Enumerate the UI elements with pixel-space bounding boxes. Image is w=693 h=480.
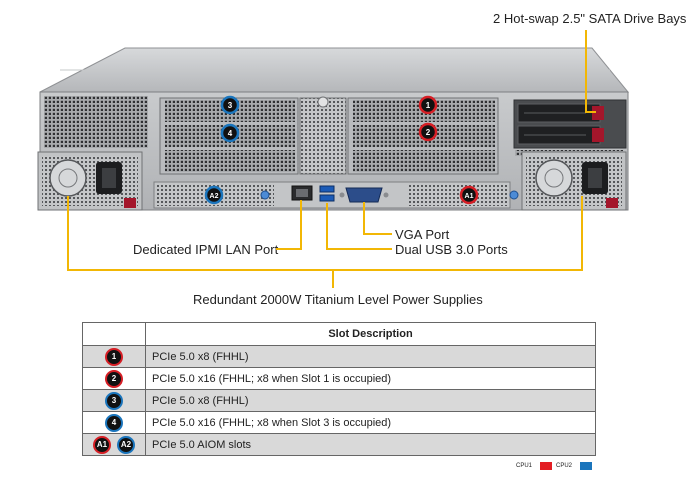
slot-description: PCIe 5.0 x8 (FHHL) <box>145 389 596 412</box>
slot-description: PCIe 5.0 x8 (FHHL) <box>145 345 596 368</box>
leader-ipmi <box>276 200 302 250</box>
leader-drive-bays <box>585 30 596 113</box>
psu-right <box>521 151 627 211</box>
ipmi-port-callout: Dedicated IPMI LAN Port <box>133 242 279 257</box>
badge-aiom-a2: A2 <box>204 185 224 205</box>
badge-aiom-a1: A1 <box>459 185 479 205</box>
table-row: A1 A2 PCIe 5.0 AIOM slots <box>82 433 596 456</box>
slot-badge-cell: 1 <box>82 345 146 368</box>
pcie-slot-blank-right <box>353 150 495 172</box>
slot-4-badge: 4 <box>105 413 123 432</box>
legend-cpu1-swatch <box>540 462 552 470</box>
vga-port <box>345 187 383 203</box>
slot-badge-cell: 4 <box>82 411 146 434</box>
badge-slot-1: 1 <box>418 95 438 115</box>
leader-vga <box>363 202 392 235</box>
aiom-a2-badge: A2 <box>117 435 136 454</box>
table-row: 1 PCIe 5.0 x8 (FHHL) <box>82 345 596 368</box>
slot-description: PCIe 5.0 x16 (FHHL; x8 when Slot 1 is oc… <box>145 367 596 390</box>
badge-aiom-a2-label: A2 <box>210 193 219 200</box>
vga-port-callout: VGA Port <box>395 227 450 242</box>
table-header-slot-description: Slot Description <box>145 322 596 346</box>
usb-ports-callout: Dual USB 3.0 Ports <box>395 242 508 257</box>
psu-left-fan <box>49 159 87 197</box>
slot-description: PCIe 5.0 x16 (FHHL; x8 when Slot 3 is oc… <box>145 411 596 434</box>
badge-slot-3: 3 <box>220 95 240 115</box>
leader-psu <box>67 196 583 271</box>
slot-description-table: Slot Description 1 PCIe 5.0 x8 (FHHL) 2 … <box>82 322 596 456</box>
legend-cpu1-label: CPU1 <box>516 463 533 469</box>
table-header-blank <box>82 322 146 346</box>
slot-2-badge: 2 <box>105 369 123 388</box>
slot-badge-cell: 2 <box>82 367 146 390</box>
leader-usb <box>326 203 392 250</box>
legend-cpu2-swatch <box>580 462 592 470</box>
leader-lines <box>67 30 596 288</box>
thumbscrew <box>317 96 329 108</box>
badge-slot-4: 4 <box>220 123 240 143</box>
aiom-a1-bay <box>408 184 508 206</box>
slot-1-badge: 1 <box>105 347 123 366</box>
psu-right-fan <box>535 159 573 197</box>
drive-bay-cage <box>513 99 627 149</box>
slot-3-badge: 3 <box>105 391 123 410</box>
badge-slot-1-label: 1 <box>426 101 431 110</box>
pcie-slot-blank-left <box>165 150 295 172</box>
usb-port-1 <box>319 185 335 193</box>
server-rear-diagram: 3 4 1 2 A2 A1 <box>37 30 630 288</box>
screw-right <box>509 190 519 200</box>
table-row: 2 PCIe 5.0 x16 (FHHL; x8 when Slot 1 is … <box>82 367 596 390</box>
psu-left-handle <box>124 198 136 208</box>
drive-bay-1-latch <box>592 106 604 120</box>
left-vent <box>44 96 148 148</box>
legend-cpu2-label: CPU2 <box>556 463 573 469</box>
center-divider <box>299 97 347 175</box>
table-row: 4 PCIe 5.0 x16 (FHHL; x8 when Slot 3 is … <box>82 411 596 434</box>
badge-slot-2: 2 <box>418 122 438 142</box>
psu-right-handle <box>606 198 618 208</box>
badge-slot-4-label: 4 <box>228 129 233 138</box>
slot-badge-cell: A1 A2 <box>82 433 146 456</box>
power-supplies-callout: Redundant 2000W Titanium Level Power Sup… <box>193 292 483 307</box>
drive-bay-2-latch <box>592 128 604 142</box>
slot-description: PCIe 5.0 AIOM slots <box>145 433 596 456</box>
slot-badge-cell: 3 <box>82 389 146 412</box>
usb-port-2 <box>319 194 335 202</box>
id-button <box>260 190 270 200</box>
drive-bays-callout: 2 Hot-swap 2.5" SATA Drive Bays <box>493 11 687 26</box>
table-row: 3 PCIe 5.0 x8 (FHHL) <box>82 389 596 412</box>
table-header-row: Slot Description <box>82 322 596 346</box>
aiom-a1-badge: A1 <box>92 435 111 454</box>
badge-aiom-a1-label: A1 <box>465 193 474 200</box>
psu-left <box>37 151 143 211</box>
badge-slot-2-label: 2 <box>426 128 431 137</box>
badge-slot-3-label: 3 <box>228 101 233 110</box>
